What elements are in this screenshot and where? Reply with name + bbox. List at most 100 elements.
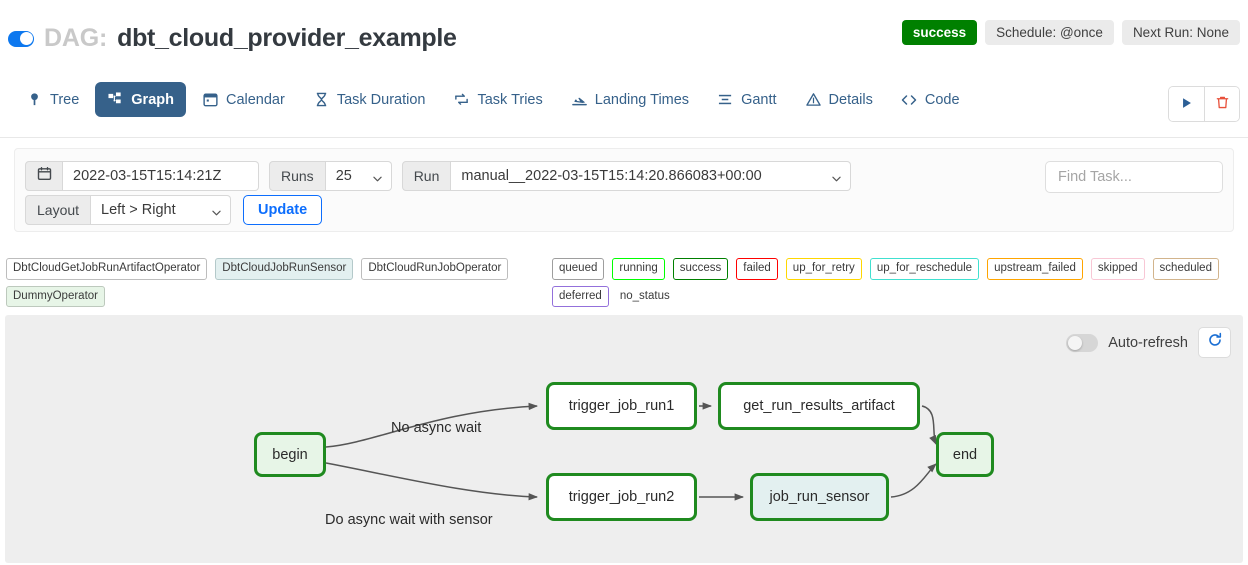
- calendar-icon: [202, 91, 219, 108]
- dag-title: DAG: dbt_cloud_provider_example: [8, 24, 457, 53]
- dag-action-buttons: [1168, 86, 1240, 122]
- node-label: begin: [272, 446, 308, 463]
- base-date-group: 2022-03-15T15:14:21Z: [25, 161, 259, 191]
- tab-label: Task Duration: [336, 91, 426, 108]
- tab-calendar[interactable]: Calendar: [190, 82, 297, 117]
- update-button[interactable]: Update: [243, 195, 323, 225]
- trigger-dag-button[interactable]: [1169, 87, 1204, 121]
- tab-label: Details: [828, 91, 873, 108]
- chevron-down-icon: [212, 206, 221, 216]
- layout-value: Left > Right: [101, 202, 176, 218]
- page-header: DAG: dbt_cloud_provider_example success …: [0, 0, 1248, 68]
- legend-chip-state-scheduled: scheduled: [1152, 258, 1219, 280]
- legend-chip-state-deferred: deferred: [552, 285, 609, 307]
- edge-label-do-async-wait: Do async wait with sensor: [325, 512, 493, 528]
- delete-dag-button[interactable]: [1204, 87, 1239, 121]
- details-icon: [805, 91, 822, 108]
- status-badge-state: success: [901, 20, 978, 45]
- legend-chip-state-running: running: [612, 258, 665, 280]
- legend-chip-state-failed: failed: [736, 258, 778, 280]
- find-task-input[interactable]: Find Task...: [1045, 161, 1223, 193]
- dag-node-end[interactable]: end: [936, 432, 994, 477]
- refresh-button[interactable]: [1198, 327, 1231, 358]
- tab-graph[interactable]: Graph: [95, 82, 186, 117]
- graph-controls: Auto-refresh: [1066, 327, 1231, 358]
- num-runs-select[interactable]: 25: [325, 161, 392, 191]
- tab-landing-times[interactable]: Landing Times: [559, 82, 701, 117]
- chevron-down-icon: [832, 172, 842, 182]
- edge-begin-to-trigger1: [325, 402, 539, 448]
- node-label: end: [952, 446, 978, 463]
- status-badge-next-run: Next Run: None: [1121, 20, 1240, 45]
- play-icon: [1180, 96, 1194, 113]
- graph-icon: [107, 91, 124, 108]
- status-badge-schedule[interactable]: Schedule: @once: [985, 20, 1114, 45]
- dag-pause-toggle[interactable]: [8, 30, 34, 47]
- run-label: Run: [401, 161, 452, 191]
- filter-bar: 2022-03-15T15:14:21Z Runs 25 Run manual_…: [14, 148, 1234, 232]
- auto-refresh-toggle[interactable]: [1066, 333, 1099, 352]
- refresh-icon: [1207, 332, 1223, 353]
- legend-chip-operator[interactable]: DbtCloudGetJobRunArtifactOperator: [6, 258, 208, 280]
- header-divider: [0, 137, 1248, 138]
- edge-begin-to-trigger2: [325, 462, 539, 501]
- legend-chip-state-up-for-reschedule: up_for_reschedule: [869, 258, 980, 280]
- calendar-icon: [37, 166, 52, 186]
- legend-chip-operator[interactable]: DummyOperator: [6, 285, 105, 307]
- tab-code[interactable]: Code: [889, 82, 972, 117]
- tab-label: Tree: [50, 91, 80, 108]
- tab-label: Calendar: [225, 91, 285, 108]
- edge-label-no-async-wait: No async wait: [391, 420, 482, 436]
- retry-icon: [453, 91, 470, 108]
- dag-run-value: manual__2022-03-15T15:14:20.866083+00:00: [461, 168, 762, 184]
- node-label: trigger_job_run1: [568, 398, 675, 414]
- legend-chip-operator[interactable]: DbtCloudJobRunSensor: [215, 258, 354, 280]
- layout-group: Layout Left > Right: [25, 195, 232, 225]
- tab-details[interactable]: Details: [793, 82, 885, 117]
- legend-chip-state-skipped: skipped: [1090, 258, 1145, 280]
- layout-label: Layout: [25, 195, 92, 225]
- dag-status-badges: success Schedule: @once Next Run: None: [901, 20, 1240, 45]
- view-tabbar: Tree Graph Calendar: [0, 82, 1248, 130]
- node-label: get_run_results_artifact: [743, 398, 895, 414]
- run-group: Run manual__2022-03-15T15:14:20.866083+0…: [401, 161, 852, 191]
- tab-label: Code: [924, 91, 960, 108]
- legend-chip-state-upstream-failed: upstream_failed: [987, 258, 1083, 280]
- tab-label: Landing Times: [594, 91, 690, 108]
- view-tabs: Tree Graph Calendar: [14, 82, 972, 117]
- base-date-input[interactable]: 2022-03-15T15:14:21Z: [63, 161, 259, 191]
- trash-icon: [1215, 95, 1230, 113]
- node-label: trigger_job_run2: [568, 489, 675, 505]
- gantt-icon: [717, 91, 734, 108]
- dag-run-select[interactable]: manual__2022-03-15T15:14:20.866083+00:00: [451, 161, 852, 191]
- filter-row-primary: 2022-03-15T15:14:21Z Runs 25 Run manual_…: [25, 161, 852, 191]
- num-runs-value: 25: [335, 168, 352, 184]
- hourglass-icon: [313, 91, 330, 108]
- dag-node-get-run-results-artifact[interactable]: get_run_results_artifact: [718, 382, 920, 430]
- dag-node-trigger-job-run2[interactable]: trigger_job_run2: [546, 473, 697, 521]
- dag-graph-canvas[interactable]: Auto-refresh: [5, 315, 1243, 563]
- legend-chip-operator[interactable]: DbtCloudRunJobOperator: [361, 258, 509, 280]
- dag-node-begin[interactable]: begin: [254, 432, 326, 477]
- legend-chip-state-queued: queued: [552, 258, 605, 280]
- dag-node-job-run-sensor[interactable]: job_run_sensor: [750, 473, 889, 521]
- tab-task-duration[interactable]: Task Duration: [301, 82, 438, 117]
- dag-label: DAG:: [44, 24, 108, 52]
- dag-node-trigger-job-run1[interactable]: trigger_job_run1: [546, 382, 697, 430]
- layout-select[interactable]: Left > Right: [91, 195, 232, 225]
- tab-tree[interactable]: Tree: [14, 82, 91, 117]
- calendar-picker-button[interactable]: [25, 161, 63, 191]
- edge-artifact-to-end: [921, 405, 937, 445]
- state-chips: queued running success failed up_for_ret…: [552, 258, 1242, 307]
- tab-label: Graph: [131, 91, 174, 108]
- node-label: job_run_sensor: [769, 489, 870, 505]
- legend-chip-state-up-for-retry: up_for_retry: [785, 258, 862, 280]
- edge-sensor-to-end: [890, 463, 937, 498]
- legend-chip-state-success: success: [672, 258, 729, 280]
- auto-refresh-label: Auto-refresh: [1108, 334, 1188, 351]
- state-legend: queued running success failed up_for_ret…: [552, 258, 1242, 307]
- operator-chips: DbtCloudGetJobRunArtifactOperator DbtClo…: [6, 258, 546, 307]
- tab-task-tries[interactable]: Task Tries: [441, 82, 554, 117]
- tab-gantt[interactable]: Gantt: [705, 82, 788, 117]
